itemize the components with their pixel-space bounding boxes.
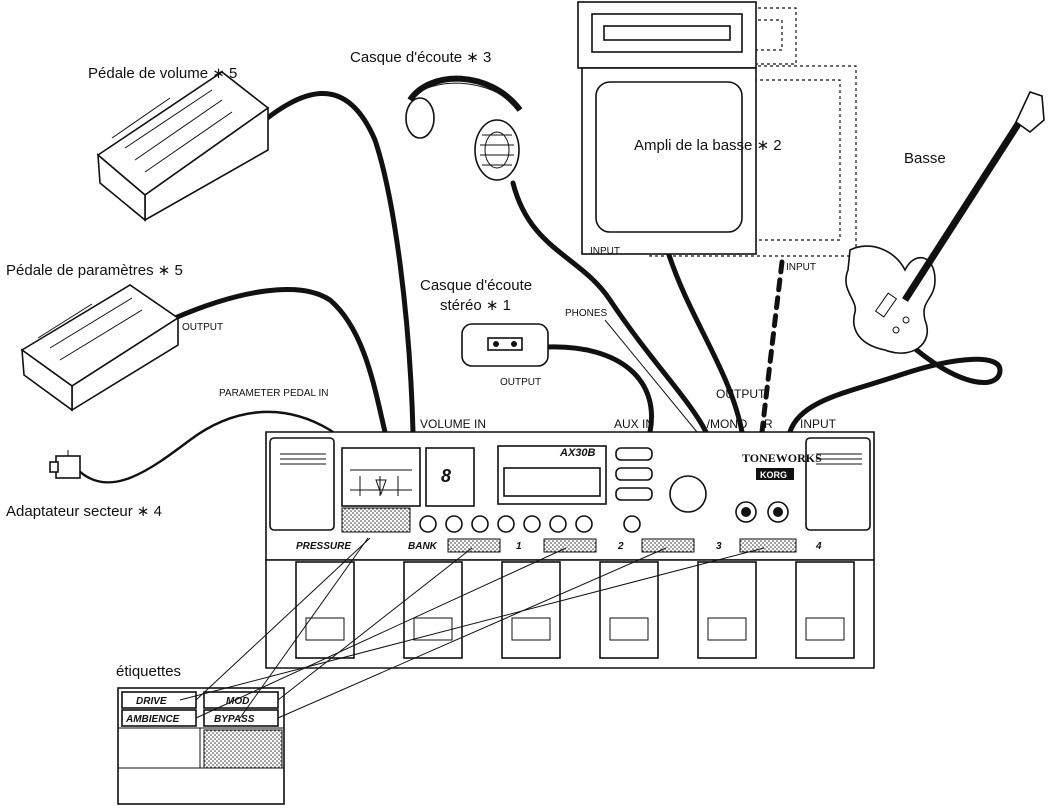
stereo-player	[461, 323, 549, 367]
sticker-sheet: DRIVE MOD AMBIENCE BYPASS	[117, 687, 285, 805]
model-name: AX30B	[559, 447, 596, 459]
headphones	[405, 75, 523, 181]
parameter-pedal-output-label: OUTPUT	[182, 322, 223, 333]
footswitch-2	[599, 561, 659, 659]
footswitch-4	[795, 561, 855, 659]
bass-amp-label: Ampli de la basse ∗ 2	[634, 137, 782, 154]
ac-adapter	[49, 450, 81, 479]
sticker-mod: MOD	[226, 696, 249, 707]
bass-input-cable	[787, 337, 1003, 435]
amp-output-cable	[665, 249, 745, 435]
cables	[77, 91, 1003, 484]
switch-label-bank: BANK	[408, 541, 438, 552]
sticker-ambience: AMBIENCE	[125, 714, 180, 725]
volume-pedal	[96, 71, 270, 222]
footswitch-3	[697, 561, 757, 659]
footswitch-pressure	[295, 561, 355, 659]
amp2-output-cable	[759, 259, 785, 435]
switch-label-1: 1	[516, 541, 522, 552]
display-digit: 8	[441, 466, 451, 486]
phones-label: PHONES	[565, 308, 608, 319]
headphones-label: Casque d'écoute ∗ 3	[350, 49, 491, 66]
bass-amp2-input-label: INPUT	[786, 262, 816, 273]
stereo-player-label-line1: Casque d'écoute	[420, 277, 532, 294]
r-label: R	[764, 417, 773, 431]
switch-label-3: 3	[716, 541, 722, 552]
bass-amp-input-label: INPUT	[590, 246, 620, 257]
bass-guitar	[845, 91, 1045, 354]
switch-label-2: 2	[617, 541, 624, 552]
ac-adapter-label: Adaptateur secteur ∗ 4	[6, 503, 162, 520]
stereo-player-label-line2: stéréo ∗ 1	[440, 297, 511, 314]
sticker-pointer-lines	[179, 537, 765, 719]
parameter-pedal-in-label: PARAMETER PEDAL IN	[219, 388, 328, 399]
brand-korg: KORG	[760, 470, 787, 480]
knob-row	[419, 515, 641, 533]
footswitch-1	[501, 561, 561, 659]
volume-pedal-label: Pédale de volume ∗ 5	[88, 65, 237, 82]
sticker-bypass: BYPASS	[214, 714, 255, 725]
input-label: INPUT	[800, 417, 837, 431]
aux-in-label: AUX IN	[614, 417, 654, 431]
stickers-title: étiquettes	[116, 663, 181, 680]
stereo-player-cable	[545, 344, 654, 435]
l-mono-label: L/MONO	[700, 417, 747, 431]
volume-pedal-cable	[252, 91, 416, 435]
sticker-drive: DRIVE	[136, 696, 167, 707]
stereo-player-output-label: OUTPUT	[500, 377, 541, 388]
parameter-pedal-label: Pédale de paramètres ∗ 5	[6, 262, 183, 279]
footswitch-bank	[403, 561, 463, 659]
switch-label-pressure: PRESSURE	[296, 541, 351, 552]
switch-label-4: 4	[815, 541, 822, 552]
brand-toneworks: TONEWORKS	[742, 451, 822, 465]
ax30b-unit: 8 AX30B TONEWORKS KORG PRESSURE BANK 1 2…	[265, 431, 875, 669]
parameter-pedal-cable	[172, 287, 388, 435]
parameter-pedal	[20, 284, 180, 412]
bass-label: Basse	[904, 150, 946, 167]
output-label: OUTPUT	[716, 387, 766, 401]
volume-in-label: VOLUME IN	[420, 417, 486, 431]
bass-amp	[577, 1, 757, 255]
headphones-cable	[510, 180, 709, 435]
